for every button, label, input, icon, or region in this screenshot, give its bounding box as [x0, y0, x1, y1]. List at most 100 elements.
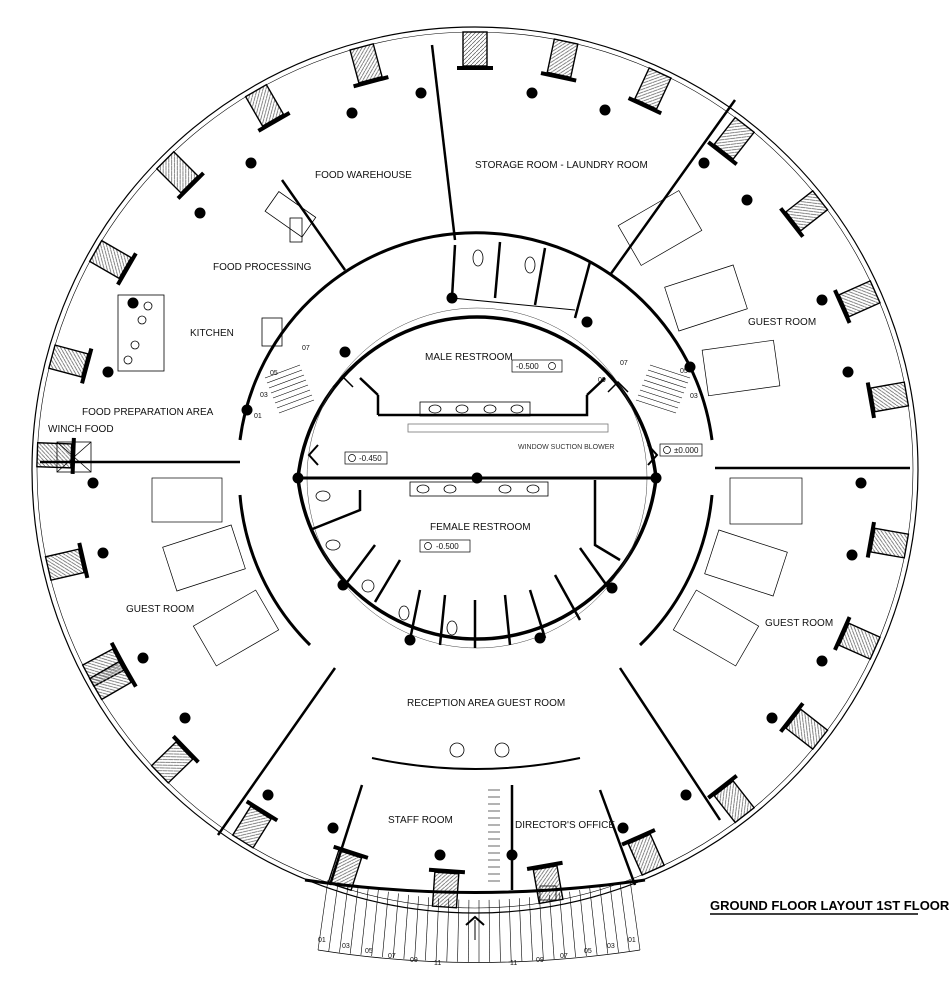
- window-bay: [540, 38, 579, 83]
- stair-left-num-4: 01: [254, 413, 262, 420]
- bed-rl-2: [704, 529, 788, 597]
- stair-tread: [276, 394, 313, 409]
- stair-right-num-2: 07: [620, 360, 628, 367]
- front-step-num-2: 03: [342, 943, 350, 950]
- male-stall-2: [493, 241, 502, 299]
- reception-stool-1: [449, 742, 465, 758]
- front-stair-tread: [589, 888, 598, 955]
- column: [404, 634, 416, 646]
- window-bay: [779, 702, 829, 751]
- front-stair-tread: [498, 899, 501, 962]
- female-sink-4: [526, 484, 540, 494]
- front-step-num-5: 09: [410, 957, 418, 964]
- front-stair-tread: [317, 879, 329, 951]
- stair-tread: [278, 399, 315, 414]
- arrow-left-corridor-icon: [307, 444, 319, 466]
- male-sink-2: [455, 404, 469, 414]
- male-sink-1: [428, 404, 442, 414]
- front-stair-tread: [579, 889, 587, 957]
- column: [327, 822, 339, 834]
- stair-tread: [266, 369, 303, 384]
- mid-ring-lower-left: [238, 494, 312, 647]
- column: [339, 346, 351, 358]
- window-bay: [707, 774, 756, 824]
- stair-tread: [637, 394, 679, 409]
- female-stall-7: [528, 589, 547, 639]
- wall-staff-left: [328, 784, 364, 886]
- label-kitchen: KITCHEN: [190, 328, 234, 339]
- front-stair-tread: [360, 888, 369, 955]
- toilet-f5: [446, 620, 458, 636]
- corridor-arrows: [307, 375, 659, 466]
- stair-tread: [635, 399, 677, 414]
- stair-tread: [639, 389, 681, 404]
- label-food-prep: FOOD PREPARATION AREA: [82, 407, 214, 418]
- column: [179, 712, 191, 724]
- column: [434, 849, 446, 861]
- label-female-restroom: FEMALE RESTROOM: [430, 522, 531, 533]
- window-blower-duct: [407, 423, 609, 433]
- window-bay: [47, 344, 94, 384]
- front-stair-tread: [569, 891, 576, 958]
- elevation-male: -0.500: [511, 359, 563, 373]
- window-bay: [707, 116, 756, 166]
- female-stall-3: [408, 589, 422, 641]
- column: [446, 292, 458, 304]
- front-step-num-10: 05: [584, 948, 592, 955]
- front-step-num-7: 11: [510, 960, 517, 967]
- bed-left-3: [192, 589, 280, 667]
- elevation-female: -0.500: [419, 539, 471, 553]
- toilet-f4: [398, 605, 410, 621]
- window-bay: [44, 542, 90, 582]
- front-stair-tread: [539, 896, 544, 960]
- column: [684, 361, 696, 373]
- stair-left-num-1: 05: [270, 370, 278, 377]
- column: [346, 107, 358, 119]
- female-left-enclosure: [309, 490, 362, 532]
- front-stair-tread: [457, 899, 460, 962]
- mid-ring-upper: [238, 231, 714, 441]
- label-guest-room-right-upper: GUEST ROOM: [748, 317, 816, 328]
- male-restroom-walls: [359, 241, 606, 417]
- female-stall-4: [438, 594, 447, 646]
- window-bay: [457, 31, 493, 70]
- stair-tread: [270, 379, 307, 394]
- male-sink-counter: [419, 401, 531, 417]
- column: [292, 472, 304, 484]
- stair-tread: [272, 384, 309, 399]
- window-bay: [231, 799, 279, 849]
- front-stair-tread: [609, 884, 619, 953]
- label-food-warehouse: FOOD WAREHOUSE: [315, 170, 412, 181]
- male-restroom-enclosure: [359, 377, 606, 417]
- male-sink-4: [510, 404, 524, 414]
- male-stall-1: [450, 244, 457, 299]
- female-stall-6: [503, 594, 512, 646]
- column: [127, 297, 139, 309]
- radial-walls: [40, 44, 910, 890]
- front-step-num-8: 09: [536, 957, 544, 964]
- wall-kitchen-warehouse: [280, 179, 347, 271]
- toilets: [315, 249, 536, 636]
- elevation-markers: -0.500 -0.500 -0.450 ±0.000: [344, 359, 703, 553]
- column: [606, 582, 618, 594]
- window-bay: [526, 860, 564, 905]
- column: [97, 547, 109, 559]
- column: [680, 789, 692, 801]
- column: [415, 87, 427, 99]
- label-storage-laundry: STORAGE ROOM - LAUNDRY ROOM: [475, 160, 648, 171]
- column: [617, 822, 629, 834]
- wall-reception-left: [216, 667, 337, 836]
- front-stair-tread: [599, 886, 609, 954]
- stair-tread: [649, 364, 691, 379]
- male-stall-4: [573, 261, 592, 319]
- female-restroom-walls: [309, 480, 621, 648]
- winch-food-cross: [56, 441, 92, 473]
- reception-desk: [371, 757, 581, 770]
- front-stair-tread: [435, 898, 440, 961]
- label-reception: RECEPTION AREA GUEST ROOM: [407, 698, 565, 709]
- elevation-right: ±0.000: [659, 443, 703, 457]
- toilet-m1: [472, 249, 484, 267]
- front-stair-tread: [467, 899, 470, 962]
- column: [698, 157, 710, 169]
- elevation-left: -0.450: [344, 451, 388, 465]
